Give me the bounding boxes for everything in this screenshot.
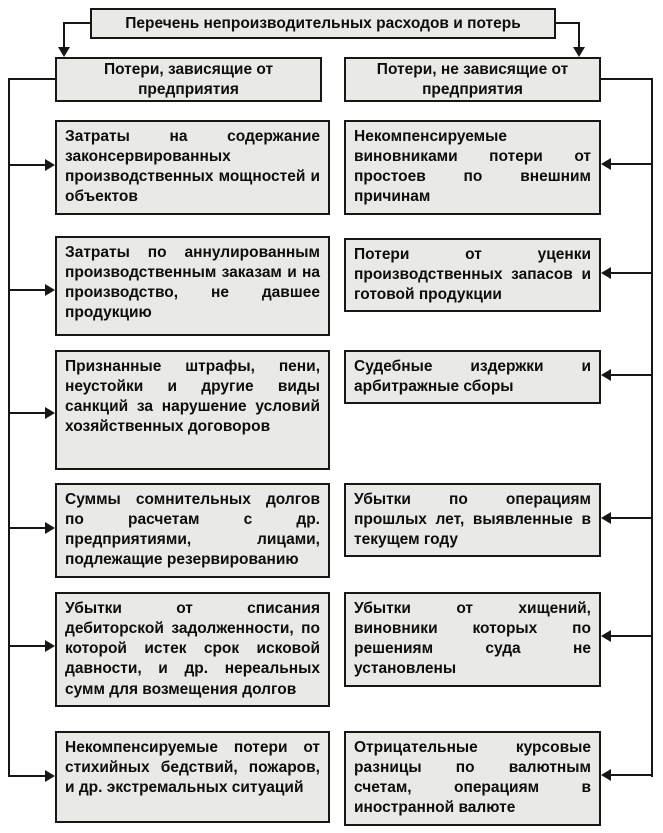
arrow-into-right-item-4 xyxy=(601,512,611,524)
connector-line xyxy=(9,289,45,291)
left-spine xyxy=(8,78,10,777)
connector-line xyxy=(601,78,653,80)
right-item-6: Отрицательные курсовые разницы по валютн… xyxy=(344,731,601,826)
right-column-header: Потери, не зависящие от предприятия xyxy=(344,57,601,102)
connector-line xyxy=(611,517,651,519)
arrow-into-left-item-5 xyxy=(45,640,55,652)
left-item-4: Суммы сомнительных долгов по расчетам с … xyxy=(55,483,330,578)
arrow-into-right-item-6 xyxy=(601,769,611,781)
right-item-5: Убытки от хищений, виновники которых по … xyxy=(344,592,601,687)
arrow-into-left-item-6 xyxy=(45,770,55,782)
connector-line xyxy=(611,635,651,637)
connector-line xyxy=(9,78,55,80)
right-item-1: Некомпенсируемые виновниками потери от п… xyxy=(344,120,601,215)
arrow-into-left-item-4 xyxy=(45,522,55,534)
left-item-1: Затраты на содержание законсервированных… xyxy=(55,120,330,215)
connector-line xyxy=(578,22,580,49)
arrow-into-right-item-3 xyxy=(601,369,611,381)
connector-line xyxy=(556,22,580,24)
arrow-into-left-item-2 xyxy=(45,284,55,296)
left-column-header: Потери, зависящие от предприятия xyxy=(55,57,322,102)
arrow-down-into-left-header xyxy=(58,47,70,57)
connector-line xyxy=(611,774,651,776)
arrow-into-right-item-2 xyxy=(601,267,611,279)
right-item-3: Судебные издержки и арбитражные сборы xyxy=(344,350,601,405)
arrow-down-into-right-header xyxy=(573,47,585,57)
arrow-into-right-item-1 xyxy=(601,158,611,170)
right-spine xyxy=(651,78,653,777)
connector-line xyxy=(9,645,45,647)
connector-line xyxy=(611,272,651,274)
diagram-title: Перечень непроизводительных расходов и п… xyxy=(90,8,556,39)
right-column-header-label: Потери, не зависящие от предприятия xyxy=(376,61,569,98)
arrow-into-right-item-5 xyxy=(601,630,611,642)
left-item-2: Затраты по аннулированным производственн… xyxy=(55,236,330,336)
left-column-header-label: Потери, зависящие от предприятия xyxy=(103,61,274,98)
right-item-2: Потери от уценки производственных запасо… xyxy=(344,238,601,313)
connector-line xyxy=(64,22,90,24)
connector-line xyxy=(9,164,45,166)
arrow-into-left-item-3 xyxy=(45,407,55,419)
connector-line xyxy=(9,775,45,777)
right-item-4: Убытки по операциям прошлых лет, выявлен… xyxy=(344,483,601,558)
connector-line xyxy=(63,22,65,49)
left-item-6: Некомпенсируемые потери от стихийных бед… xyxy=(55,731,330,823)
connector-line xyxy=(9,412,45,414)
left-item-3: Признанные штрафы, пени, неустойки и дру… xyxy=(55,350,330,470)
connector-line xyxy=(611,374,651,376)
arrow-into-left-item-1 xyxy=(45,159,55,171)
connector-line xyxy=(611,163,651,165)
left-item-5: Убытки от списания дебиторской задолженн… xyxy=(55,592,330,707)
connector-line xyxy=(9,527,45,529)
